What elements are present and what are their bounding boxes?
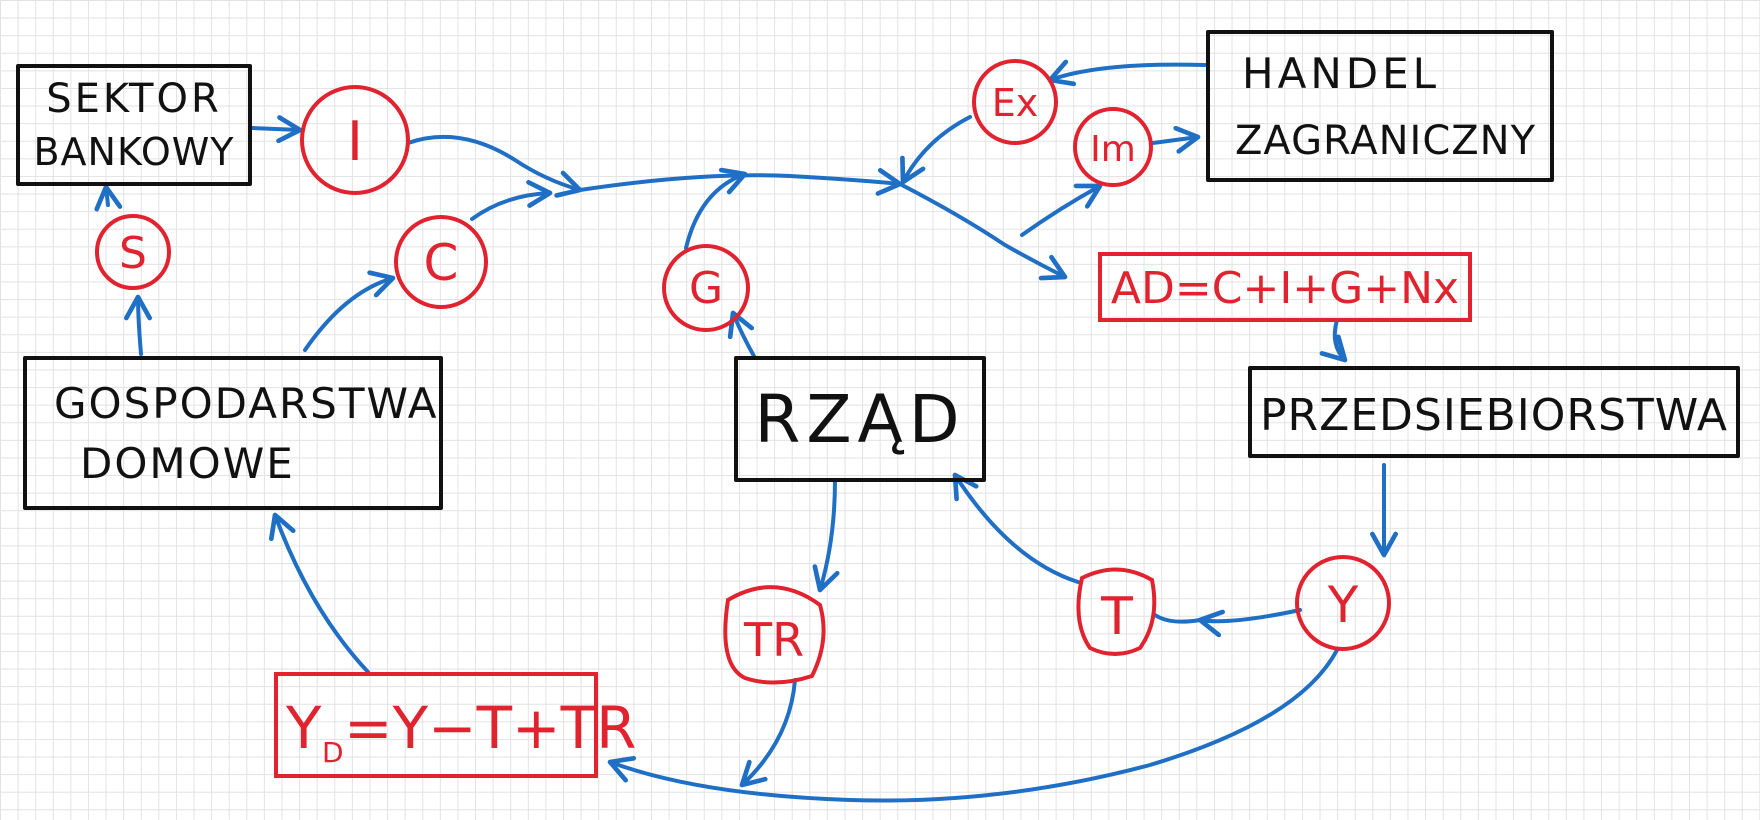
households-label-line2: DOMOWE xyxy=(80,439,295,488)
households-label-line1: GOSPODARSTWA xyxy=(54,379,438,428)
box-households: GOSPODARSTWA DOMOWE xyxy=(23,356,443,510)
arrow-savings-to-bank xyxy=(94,184,123,212)
arrow-government-to-transfers xyxy=(812,478,840,593)
arrow-main-spending-flow xyxy=(578,167,903,196)
node-taxes: T xyxy=(1076,567,1157,656)
foreign-trade-label-line1: HANDEL xyxy=(1242,49,1440,98)
arrow-imports-to-foreign-trade xyxy=(1151,125,1201,154)
foreign-trade-label-line2: ZAGRANICZNY xyxy=(1235,118,1536,164)
arrow-transfers-to-disposable-income xyxy=(739,678,797,788)
government-spending-circle xyxy=(662,244,750,332)
savings-circle xyxy=(95,214,171,290)
bank-sector-label-line1: SEKTOR xyxy=(46,76,222,122)
transfers-shape xyxy=(723,585,826,685)
arrow-taxes-tail xyxy=(1153,613,1202,624)
arrow-consumption-to-spending-flow xyxy=(470,179,553,221)
node-income: Y xyxy=(1295,555,1391,651)
firms-label: PRZEDSIEBIORSTWA xyxy=(1260,390,1728,441)
arrow-income-to-disposable-income xyxy=(607,648,1339,803)
savings-label: S xyxy=(119,228,147,279)
arrow-investment-to-spending-flow xyxy=(406,134,583,198)
node-investment: I xyxy=(300,85,410,195)
box-government: RZĄD xyxy=(734,356,986,482)
arrow-g-to-spending-flow xyxy=(684,167,748,250)
exports-label: Ex xyxy=(992,81,1039,125)
disposable-income-frame xyxy=(274,672,598,778)
box-firms-frame xyxy=(1248,366,1740,458)
box-foreign-trade-frame xyxy=(1206,30,1554,182)
node-imports: Im xyxy=(1073,107,1153,187)
arrow-households-to-consumption xyxy=(303,270,396,352)
arrow-spending-to-imports xyxy=(1020,183,1103,237)
transfers-label: TR xyxy=(743,613,804,667)
income-circle xyxy=(1295,555,1391,651)
node-exports: Ex xyxy=(972,59,1058,145)
income-label: Y xyxy=(1327,576,1359,634)
taxes-label: T xyxy=(1100,587,1133,647)
formula-disposable-income: Y D =Y−T+TR xyxy=(274,672,636,778)
imports-circle xyxy=(1073,107,1153,187)
box-households-frame xyxy=(23,356,443,510)
formula-aggregate-demand: AD=C+I+G+Nx xyxy=(1098,252,1472,322)
box-bank-sector: SEKTOR BANKOWY xyxy=(16,64,252,186)
government-label: RZĄD xyxy=(754,381,965,458)
arrow-foreign-trade-to-exports xyxy=(1047,59,1207,87)
box-foreign-trade: HANDEL ZAGRANICZNY xyxy=(1206,30,1554,182)
arrow-taxes-to-government xyxy=(952,472,1080,584)
arrow-disposable-income-to-households xyxy=(268,512,370,674)
disposable-income-formula: =Y−T+TR xyxy=(344,694,636,762)
bank-sector-label-line2: BANKOWY xyxy=(33,130,234,174)
imports-label: Im xyxy=(1090,129,1136,170)
arrow-spending-to-aggregate-demand xyxy=(898,182,1068,281)
investment-circle xyxy=(300,85,410,195)
disposable-income-symbol: Y xyxy=(285,694,322,762)
aggregate-demand-formula: AD=C+I+G+Nx xyxy=(1111,263,1459,314)
node-government-spending: G xyxy=(662,244,750,332)
arrow-exports-to-spending-flow xyxy=(900,115,972,185)
flow-arrows xyxy=(94,59,1398,803)
investment-label: I xyxy=(347,110,363,173)
aggregate-demand-frame xyxy=(1098,252,1472,322)
arrow-aggregate-demand-to-firms xyxy=(1319,318,1348,363)
taxes-shape xyxy=(1076,567,1157,656)
node-savings: S xyxy=(95,214,171,290)
box-government-frame xyxy=(734,356,986,482)
arrow-households-to-savings xyxy=(124,294,153,356)
consumption-circle xyxy=(394,215,488,309)
consumption-label: C xyxy=(424,234,459,292)
box-bank-sector-frame xyxy=(16,64,252,186)
node-transfers: TR xyxy=(723,585,826,685)
exports-circle xyxy=(972,59,1058,145)
node-consumption: C xyxy=(394,215,488,309)
arrow-bank-to-investment xyxy=(250,115,303,144)
disposable-income-subscript: D xyxy=(322,736,344,769)
government-spending-label: G xyxy=(689,263,723,314)
arrow-income-to-taxes xyxy=(1197,608,1302,638)
box-firms: PRZEDSIEBIORSTWA xyxy=(1248,366,1740,458)
